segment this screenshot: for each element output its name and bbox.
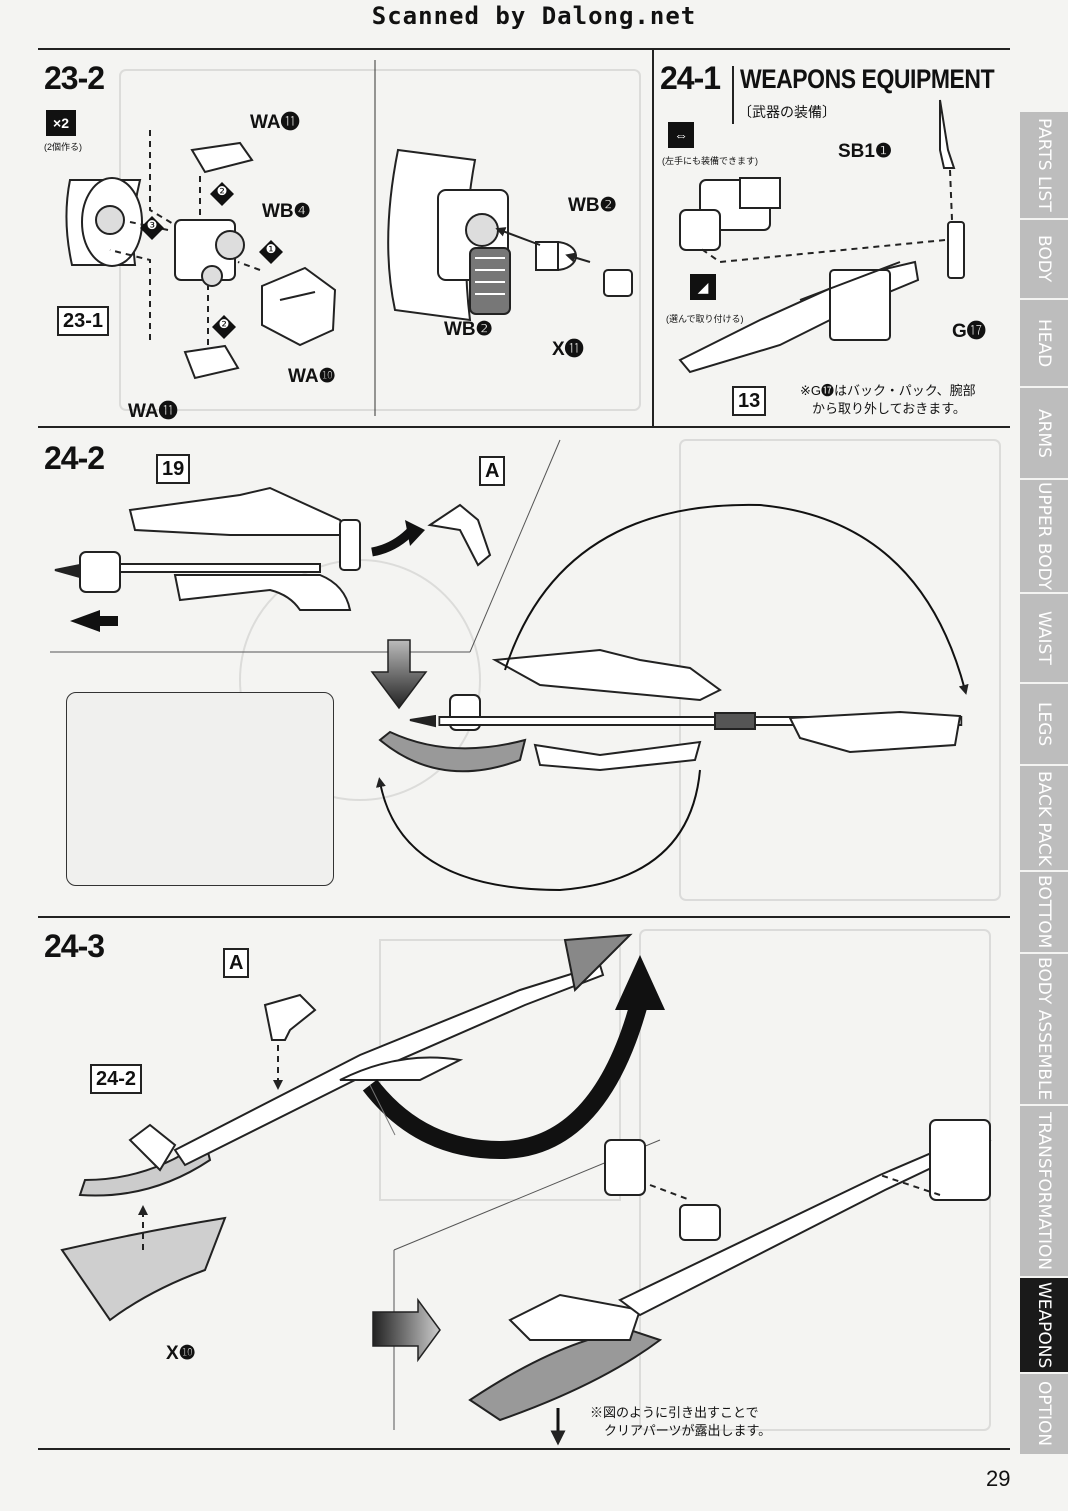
note-pull-line1: ※図のように引き出すことで [590,1405,759,1420]
label-g17: G⓱ [952,321,986,342]
tab-legs[interactable]: LEGS [1020,684,1068,766]
staff-folded [54,486,361,611]
part-a [427,503,492,567]
step-title-23-2: 23-2 [44,60,105,96]
tab-head[interactable]: HEAD [1020,300,1068,388]
part-wa11-top [190,141,254,174]
label-wa10: WA❿ [288,366,336,387]
part-wa10 [261,266,337,347]
rule-24-2 [38,426,1010,428]
step-title-24-3: 24-3 [44,928,105,964]
tab-option[interactable]: OPTION [1020,1374,1068,1456]
ref-box-13: 13 [732,386,767,416]
label-wa11-bottom: WA⓫ [128,401,178,422]
section-subtitle: WEAPONS EQUIPMENT [740,64,995,94]
label-wb2-bottom: WB❷ [444,319,493,340]
spring-wb2 [469,247,511,315]
note-g17-line2: から取り外しておきます。 [812,401,966,416]
left-hand-note: (左手にも装備できます) [662,156,758,166]
bottom-rule [38,1448,1010,1450]
label-wa11-top: WA⓫ [250,112,300,133]
order-mark-1: ❶ [265,242,277,256]
order-mark-2b: ❷ [218,317,230,331]
label-wb2-top: WB❷ [568,195,617,216]
part-wa11-bottom [183,344,240,380]
swap-hands-icon: ⇔ [668,122,694,148]
label-x10: X❿ [166,1343,196,1364]
sensor-sb1 [939,99,956,169]
ref-box-a: A [479,456,506,486]
arm-cylinder-left [65,177,143,267]
staff-held [468,1119,992,1422]
multiplier-note: (2個作る) [44,142,82,152]
order-mark-2a: ❷ [216,184,228,198]
ref-box-23-1: 23-1 [57,306,110,336]
ring-x11 [603,269,633,297]
page-number: 29 [986,1466,1011,1491]
note-g17-line1: ※G⓱はバック・パック、腕部 [800,383,976,398]
label-wb4: WB❹ [262,201,311,222]
title-divider [732,66,734,124]
ref-box-24-2: 24-2 [90,1064,143,1094]
staff-with-blade [78,933,633,1197]
tab-parts-list[interactable]: PARTS LIST [1020,112,1068,220]
tab-bottom[interactable]: BOTTOM [1020,872,1068,954]
label-x11: X⓫ [552,339,584,360]
staff-extended [378,648,963,773]
tab-back-pack[interactable]: BACK PACK [1020,766,1068,872]
ref-box-19: 19 [156,454,191,484]
scan-credit: Scanned by Dalong.net [371,2,697,30]
multiplier-badge: ×2 [46,110,76,136]
top-rule [38,48,1010,50]
step-title-24-1: 24-1 [660,60,721,96]
tab-weapons[interactable]: WEAPONS [1020,1278,1068,1374]
tab-arms[interactable]: ARMS [1020,388,1068,480]
tab-transformation[interactable]: TRANSFORMATION [1020,1106,1068,1278]
part-a-24-3 [263,993,317,1041]
tab-body-assemble[interactable]: BODY ASSEMBLE [1020,954,1068,1106]
ref-box-a-24-3: A [223,948,250,978]
detail-inset [66,692,334,886]
tab-waist[interactable]: WAIST [1020,594,1068,684]
joint-wb4 [174,219,245,287]
tab-upper-body[interactable]: UPPER BODY [1020,480,1068,594]
hand-with-grip [679,177,781,251]
step-title-24-2: 24-2 [44,440,105,476]
grip-g17 [947,221,965,279]
tab-body[interactable]: BODY [1020,220,1068,300]
rule-24-3 [38,916,1010,918]
label-sb1: SB1❶ [838,141,892,162]
clear-blade-x10 [60,1216,227,1322]
choose-note: (選んで取り付ける) [666,314,744,324]
choose-icon: ◢ [690,274,716,300]
note-pull-line2: クリアパーツが露出します。 [604,1423,772,1438]
order-marks [140,182,283,339]
rifle-13 [678,260,920,374]
divider-24-1 [652,48,654,426]
order-mark-3: ❸ [146,218,158,232]
section-subtitle-jp: 〔武器の装備〕 [738,104,836,120]
